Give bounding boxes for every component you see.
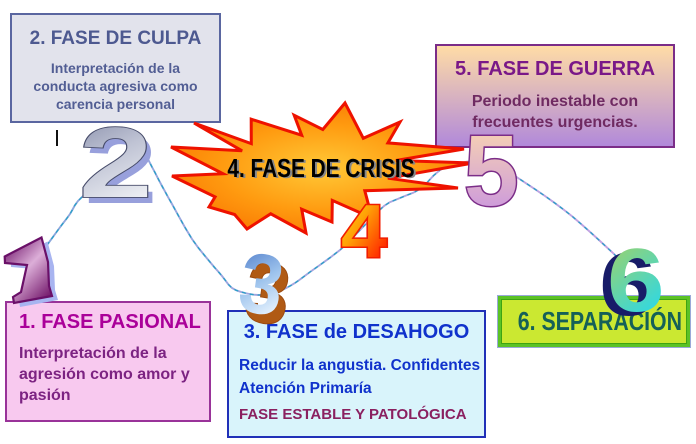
svg-text:4. FASE DE CRISIS: 4. FASE DE CRISIS (229, 155, 416, 184)
svg-text:4. FASE DE CRISIS: 4. FASE DE CRISIS (227, 154, 414, 183)
svg-text:5: 5 (464, 114, 519, 226)
svg-text:6: 6 (607, 229, 665, 330)
svg-text:4: 4 (341, 189, 387, 273)
svg-text:2: 2 (79, 106, 152, 218)
svg-text:6: 6 (599, 233, 657, 334)
svg-text:2: 2 (84, 112, 157, 224)
